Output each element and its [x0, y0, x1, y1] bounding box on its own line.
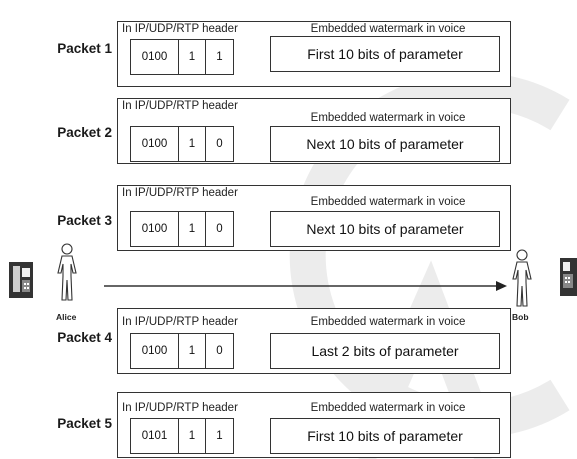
- header-field-flag: 1: [179, 212, 206, 246]
- header-field-type: 0100: [131, 212, 179, 246]
- header-field-type: 0100: [131, 127, 179, 161]
- header-field-bit: 1: [216, 430, 223, 442]
- packet-label: Packet 4: [57, 330, 112, 345]
- header-caption: In IP/UDP/RTP header: [122, 316, 238, 328]
- header-field-flag: 1: [179, 40, 206, 74]
- watermark-caption: Embedded watermark in voice: [310, 196, 466, 208]
- header-field-bit: 1: [216, 51, 223, 63]
- person-icon: [57, 243, 77, 301]
- header-fields: 0100 1 1: [130, 39, 234, 75]
- header-field-bit: 0: [216, 345, 223, 357]
- header-field-type: 0100: [131, 40, 179, 74]
- header-caption: In IP/UDP/RTP header: [122, 100, 238, 112]
- watermark-payload: Next 10 bits of parameter: [270, 126, 500, 162]
- header-field-type: 0100: [131, 334, 179, 368]
- header-fields: 0100 1 0: [130, 126, 234, 162]
- watermark-payload: Next 10 bits of parameter: [270, 211, 500, 247]
- header-field-bit: 0: [216, 138, 223, 150]
- header-fields: 0101 1 1: [130, 418, 234, 454]
- packet-label: Packet 3: [57, 213, 112, 228]
- packet-label: Packet 1: [57, 41, 112, 56]
- packet-box: In IP/UDP/RTP header Embedded watermark …: [117, 185, 511, 251]
- watermark-caption: Embedded watermark in voice: [310, 316, 466, 328]
- packet-box: In IP/UDP/RTP header Embedded watermark …: [117, 392, 511, 458]
- transmission-arrow: [104, 281, 507, 291]
- header-field-type: 0101: [131, 419, 179, 453]
- watermark-payload: Last 2 bits of parameter: [270, 333, 500, 369]
- header-field-flag: 1: [179, 334, 206, 368]
- watermark-caption: Embedded watermark in voice: [310, 402, 466, 414]
- watermark-caption: Embedded watermark in voice: [310, 112, 466, 124]
- watermark-payload: First 10 bits of parameter: [270, 418, 500, 454]
- phone-icon: [9, 262, 33, 298]
- watermark-payload: First 10 bits of parameter: [270, 36, 500, 72]
- sender-name: Alice: [56, 312, 77, 322]
- header-fields: 0100 1 0: [130, 333, 234, 369]
- person-icon: [512, 249, 532, 307]
- packet-box: In IP/UDP/RTP header Embedded watermark …: [117, 98, 511, 164]
- header-field-flag: 1: [179, 419, 206, 453]
- watermark-caption: Embedded watermark in voice: [310, 23, 466, 35]
- packet-box: In IP/UDP/RTP header Embedded watermark …: [117, 21, 511, 87]
- header-field-bit: 0: [216, 223, 223, 235]
- receiver-name: Bob: [512, 312, 529, 322]
- header-field-flag: 1: [179, 127, 206, 161]
- packet-label: Packet 5: [57, 416, 112, 431]
- header-fields: 0100 1 0: [130, 211, 234, 247]
- header-caption: In IP/UDP/RTP header: [122, 23, 238, 35]
- packet-label: Packet 2: [57, 125, 112, 140]
- header-caption: In IP/UDP/RTP header: [122, 402, 238, 414]
- header-caption: In IP/UDP/RTP header: [122, 187, 238, 199]
- packet-box: In IP/UDP/RTP header Embedded watermark …: [117, 308, 511, 374]
- phone-icon: [560, 258, 577, 296]
